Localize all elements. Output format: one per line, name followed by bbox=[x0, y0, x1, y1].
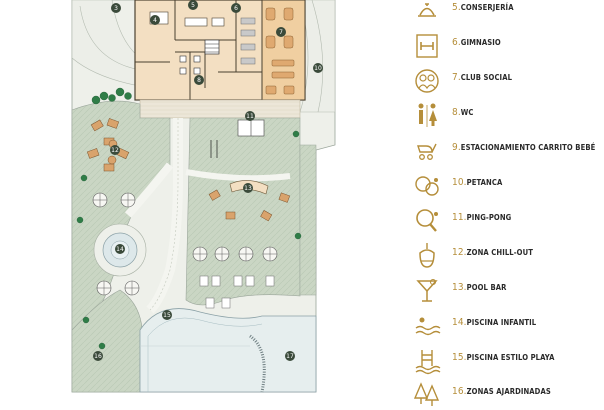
marker-10: 10 bbox=[313, 63, 323, 73]
social-club-icon bbox=[415, 69, 439, 93]
svg-text:13: 13 bbox=[244, 185, 252, 192]
marker-5: 5 bbox=[188, 0, 198, 10]
svg-text:16: 16 bbox=[94, 353, 102, 360]
legend-item-kids-pool: 14.PISCINA INFANTIL bbox=[412, 311, 602, 341]
parasol-loungers bbox=[92, 192, 278, 309]
svg-text:11: 11 bbox=[246, 113, 254, 120]
legend-item-ping-pong: 11.PING-PONG bbox=[412, 206, 602, 236]
legend-item-chill-out: 12.ZONA CHILL-OUT bbox=[412, 241, 602, 271]
plan-markers: 3 4 5 6 7 8 10 11 12 13 14 15 16 17 bbox=[93, 0, 323, 361]
marker-7: 7 bbox=[276, 27, 286, 37]
marker-16: 16 bbox=[93, 351, 103, 361]
marker-12: 12 bbox=[110, 145, 120, 155]
east-lawn-strip bbox=[299, 144, 317, 296]
wc-icon bbox=[418, 103, 437, 127]
legend-item-petanque: 10.PETANCA bbox=[412, 171, 602, 201]
kids-pool-icon bbox=[415, 317, 441, 336]
terrace-deck bbox=[139, 99, 301, 119]
svg-text:15: 15 bbox=[163, 312, 171, 319]
ping-pong-area bbox=[210, 119, 265, 158]
marker-13: 13 bbox=[243, 183, 253, 193]
marker-15: 15 bbox=[162, 310, 172, 320]
legend-item-gym: 6.GIMNASIO bbox=[412, 31, 602, 61]
marker-6: 6 bbox=[231, 3, 241, 13]
svg-text:3: 3 bbox=[114, 5, 118, 12]
marker-3: 3 bbox=[111, 3, 121, 13]
cocktail-icon bbox=[416, 278, 438, 302]
legend-item-gardens: 16.ZONAS AJARDINADAS bbox=[412, 380, 602, 410]
petanque-icon bbox=[415, 176, 439, 196]
svg-text:5: 5 bbox=[191, 2, 195, 9]
legend-item-pool-bar: 13.POOL BAR bbox=[412, 276, 602, 306]
svg-text:8: 8 bbox=[197, 77, 201, 84]
ping-pong-icon bbox=[416, 209, 438, 232]
marker-8: 8 bbox=[194, 75, 204, 85]
stroller-icon bbox=[417, 143, 437, 160]
concierge-icon bbox=[418, 3, 436, 17]
beach-style-pool bbox=[139, 308, 317, 393]
legend-item-beach-pool: 15.PISCINA ESTILO PLAYA bbox=[412, 346, 602, 376]
marker-14: 14 bbox=[115, 244, 125, 254]
legend-item-social-club: 7.CLUB SOCIAL bbox=[412, 66, 602, 96]
legend-item-wc: 8.WC bbox=[412, 101, 602, 131]
svg-text:6: 6 bbox=[234, 5, 238, 12]
marker-4: 4 bbox=[150, 15, 160, 25]
trees-icon bbox=[413, 382, 440, 406]
gym-icon bbox=[416, 34, 438, 58]
svg-text:17: 17 bbox=[286, 353, 294, 360]
legend: 5.CONSERJERÍA 6.GIMNASIO 7.CLUB SOCIAL 8… bbox=[400, 0, 604, 406]
pool-ladder-icon bbox=[415, 350, 441, 375]
marker-11: 11 bbox=[245, 111, 255, 121]
trees bbox=[76, 87, 302, 350]
site-plan: 3 4 5 6 7 8 10 11 12 13 14 15 16 17 bbox=[71, 0, 336, 393]
svg-text:7: 7 bbox=[279, 29, 283, 36]
legend-item-concierge: 5.CONSERJERÍA bbox=[412, 0, 602, 26]
chill-out-furniture bbox=[86, 118, 130, 172]
svg-text:14: 14 bbox=[116, 246, 124, 253]
marker-17: 17 bbox=[285, 351, 295, 361]
legend-item-stroller: 9.ESTACIONAMIENTO CARRITO BEBÉ bbox=[412, 136, 602, 166]
svg-text:4: 4 bbox=[153, 17, 157, 24]
swing-chair-icon bbox=[419, 243, 435, 268]
svg-text:10: 10 bbox=[314, 65, 322, 72]
svg-text:12: 12 bbox=[111, 147, 119, 154]
